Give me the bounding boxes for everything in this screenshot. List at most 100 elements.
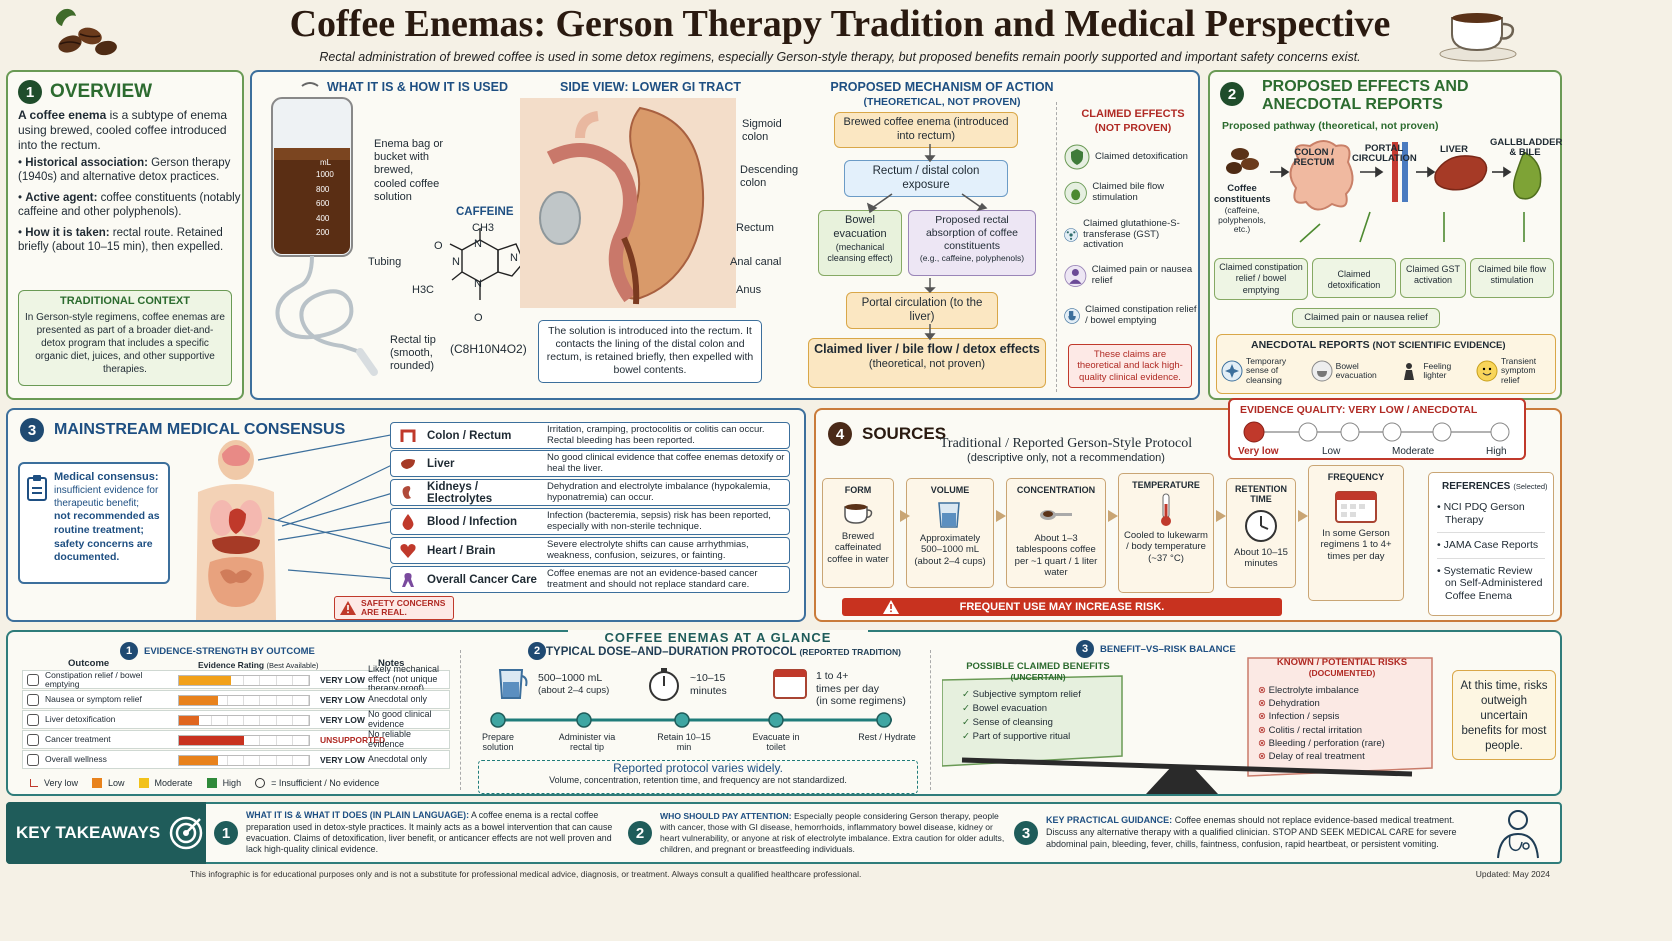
evidence-scale	[1243, 421, 1510, 443]
section-number: 1	[18, 80, 42, 104]
evidence-legend: Very low Low Moderate High = Insufficien…	[30, 778, 379, 788]
outcome-bile: Claimed bile flow stimulation	[1470, 258, 1554, 298]
stopwatch-icon	[649, 668, 679, 701]
atom-o1: O	[434, 240, 443, 252]
step-arrows	[894, 506, 1314, 526]
level-moderate: Moderate	[1392, 446, 1435, 457]
intro-term: A coffee enema	[18, 108, 107, 122]
label-anus: Anus	[736, 284, 762, 296]
bullet: • How it is taken: rectal route. Retaine…	[18, 226, 224, 253]
heart-icon	[400, 544, 416, 558]
body-illustration	[176, 436, 296, 620]
step-retention: RETENTION TIME About 10–15 minutes	[1226, 478, 1296, 588]
claimed-item: Claimed pain or nausea relief	[1064, 258, 1200, 294]
outcome-icon	[27, 713, 39, 726]
evidence-bar	[178, 675, 310, 686]
evidence-heading: EVIDENCE QUALITY: VERY LOW / ANECDOTAL	[1240, 404, 1478, 416]
step-form: FORM Brewed caffeinated coffee in water	[822, 478, 894, 588]
clock-icon	[1245, 509, 1277, 542]
what-heading: WHAT IT IS & HOW IT IS USED	[327, 80, 509, 94]
risk-item: ⊗ Bleeding / perforation (rare)	[1258, 737, 1385, 749]
glance-title: COFFEE ENEMAS AT A GLANCE	[568, 630, 868, 645]
bag-label: Enema bag or bucket with brewed, cooled …	[374, 138, 444, 203]
measuring-cup-icon	[938, 502, 960, 528]
claimed-warning: These claims are theoretical and lack hi…	[1068, 344, 1192, 389]
claimed-item: Claimed glutathione-S-transferase (GST) …	[1064, 212, 1200, 258]
divider	[460, 650, 461, 790]
spoon-icon	[1040, 510, 1072, 520]
smile-icon	[1476, 360, 1498, 382]
risk-item: ⊗ Colitis / rectal irritation	[1258, 724, 1363, 736]
dose-frequency: 1 to 4+times per day(in some regimens)	[816, 670, 906, 708]
toilet-icon	[1064, 308, 1080, 324]
coffee-beans-icon	[44, 4, 124, 62]
mech-step-4: Portal circulation (to the liver)	[846, 292, 998, 329]
col-rating: Evidence Rating (Best Available)	[198, 660, 319, 670]
outcome-label: Overall wellness	[45, 754, 107, 765]
claimed-heading: CLAIMED EFFECTS	[1081, 108, 1185, 120]
tubing-label: Tubing	[368, 256, 402, 268]
label-sigmoid: Sigmoid colon	[742, 118, 782, 144]
claimed-item: Claimed constipation relief / bowel empt…	[1064, 294, 1200, 338]
sources-heading: SOURCES	[862, 424, 947, 443]
evidence-bar-fill	[179, 676, 231, 685]
target-icon	[169, 816, 203, 850]
scale-unit: mL	[320, 158, 332, 167]
references-heading: REFERENCES(Selected)	[1437, 479, 1548, 493]
bullet: • Historical association: Gerson therapy…	[18, 157, 231, 184]
benefit-item: ✓ Subjective symptom relief	[962, 689, 1081, 700]
caffeine-label: CAFFEINE	[456, 206, 514, 218]
timeline-prepare: Prepare solution	[481, 732, 515, 752]
takeaway-3: 3 KEY PRACTICAL GUIDANCE: Coffee enemas …	[1014, 806, 1464, 860]
blood-drop-icon	[402, 514, 414, 530]
protocol-sub: (descriptive only, not a recommendation)	[967, 452, 1165, 464]
divider	[930, 650, 931, 790]
rating-note: No good clinical evidence	[368, 709, 432, 729]
atom-n2: N	[452, 256, 460, 268]
claimed-subheading: (NOT PROVEN)	[1094, 122, 1172, 134]
evidence-strength-heading: EVIDENCE-STRENGTH BY OUTCOME	[144, 645, 315, 657]
legend-moderate: Moderate	[154, 778, 193, 788]
outcome-label: Cancer treatment	[45, 734, 111, 745]
claimed-item: Claimed bile flow stimulation	[1064, 174, 1200, 212]
benefit-item: ✓ Part of supportive ritual	[962, 731, 1071, 742]
overview-intro: A coffee enema is a subtype of enema usi…	[18, 108, 238, 153]
liver-icon	[401, 459, 415, 469]
timeline-retain: Retain 10–15 min	[657, 732, 711, 753]
overview-bullets: • Historical association: Gerson therapy…	[18, 156, 242, 254]
ribbon-icon	[402, 573, 414, 587]
reference-item[interactable]: • JAMA Case Reports	[1437, 539, 1539, 552]
evidence-bar	[178, 755, 310, 766]
enema-bag-illustration	[260, 80, 380, 380]
updated-date: Updated: May 2024	[1475, 869, 1550, 879]
effects-panel: 2 PROPOSED EFFECTS AND ANECDOTAL REPORTS…	[1208, 70, 1562, 400]
reference-item[interactable]: • NCI PDQ Gerson Therapy	[1437, 501, 1525, 526]
legend-insufficient: = Insufficient / No evidence	[271, 778, 380, 788]
reference-item[interactable]: • Systematic Review on Self-Administered…	[1437, 564, 1543, 602]
person-icon	[1404, 363, 1415, 381]
node-coffee: Coffee constituents (caffeine, polypheno…	[1214, 183, 1271, 235]
doctor-icon	[1497, 810, 1539, 859]
section-number: 4	[828, 422, 852, 446]
intro-text: is a subtype of enema using brewed, cool…	[18, 108, 228, 152]
references-box: REFERENCES(Selected) • NCI PDQ Gerson Th…	[1428, 472, 1554, 616]
balance-heading: BENEFIT–VS–RISK BALANCE	[1100, 643, 1236, 655]
dose-heading: TYPICAL DOSE–AND–DURATION PROTOCOL (REPO…	[546, 646, 901, 658]
footer-disclaimer: This infographic is for educational purp…	[190, 869, 862, 879]
sparkle-icon	[1221, 360, 1243, 382]
node-colon: COLON / RECTUM	[1293, 147, 1335, 169]
evidence-bar	[178, 715, 310, 726]
label-rectum: Rectum	[736, 222, 774, 234]
mech-step-5: Claimed liver / bile flow / detox effect…	[808, 338, 1046, 388]
step-concentration: CONCENTRATION About 1–3 tablespoons coff…	[1006, 478, 1106, 588]
benefit-item: ✓ Sense of cleansing	[962, 717, 1053, 728]
evidence-quality-box: EVIDENCE QUALITY: VERY LOW / ANECDOTAL V…	[1228, 398, 1526, 460]
effects-heading: PROPOSED EFFECTS AND ANECDOTAL REPORTS	[1262, 78, 1469, 114]
evidence-bar-fill	[179, 756, 218, 765]
leader-lines	[238, 430, 398, 600]
step-volume: VOLUME Approximately 500–1000 mL (about …	[906, 478, 994, 588]
